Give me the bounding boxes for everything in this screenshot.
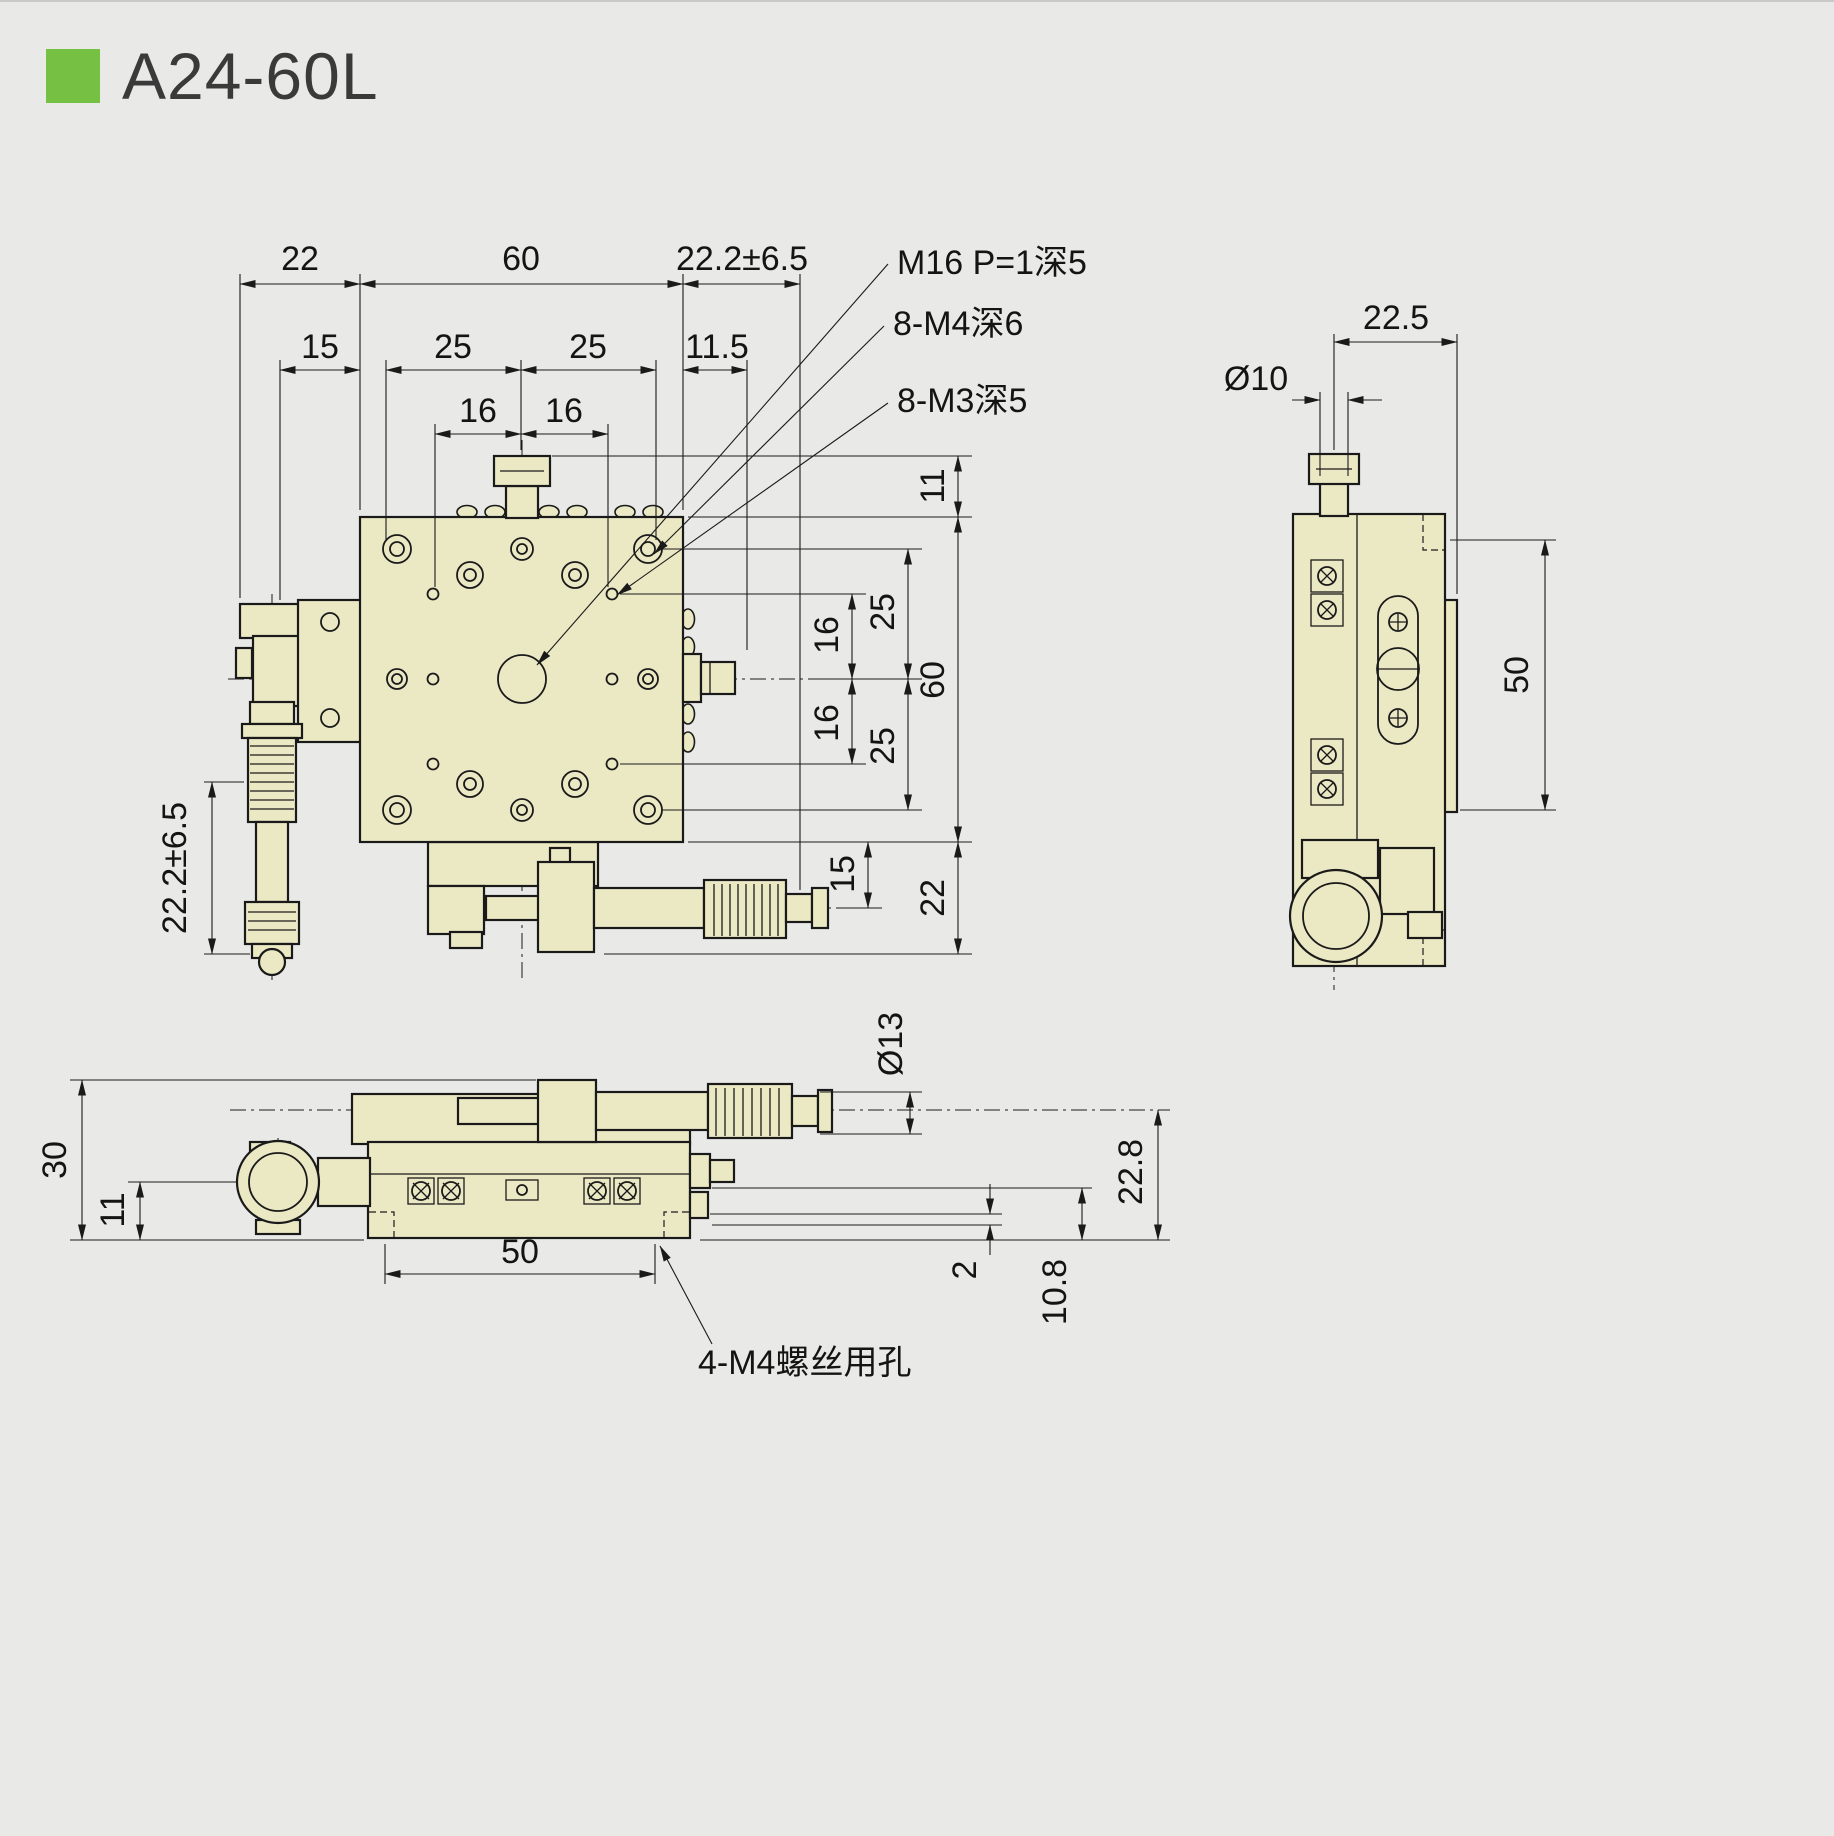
front-micrometer [456, 1078, 834, 1144]
top-view [228, 440, 836, 980]
front-base-screws [407, 1177, 641, 1205]
dim-top-25a: 25 [434, 328, 472, 366]
front-right-tabs [688, 1152, 736, 1220]
edge-set-screws [456, 504, 696, 753]
dim-top-222: 22.2±6.5 [676, 240, 808, 278]
product-header: A24-60L [46, 38, 379, 114]
center-m16-thread [497, 654, 547, 704]
dim-right-22: 22 [914, 879, 952, 917]
top-clamp-knob [492, 454, 552, 520]
dim-right-16u: 16 [808, 616, 846, 654]
dim-side-50: 50 [1498, 656, 1536, 694]
dim-front-50: 50 [501, 1233, 539, 1271]
dim-front-11: 11 [94, 1192, 132, 1227]
bottom-micrometer [484, 846, 830, 954]
dim-side-d10: Ø10 [1224, 360, 1288, 398]
callout-4-m4-holes: 4-M4螺丝用孔 [698, 1344, 911, 1382]
side-view: 22.5 Ø10 50 [1224, 299, 1556, 990]
dim-right-25l: 25 [864, 727, 902, 765]
side-micrometer-knob [1288, 838, 1444, 964]
dim-top-60: 60 [502, 240, 540, 278]
dim-right-15: 15 [824, 855, 862, 893]
front-base [366, 1140, 692, 1240]
front-view-dimensions: 30 11 50 Ø13 22.8 2 10.8 4-M4螺 [36, 1012, 1170, 1382]
callout-8-m3: 8-M3深5 [897, 382, 1027, 420]
dim-front-108: 10.8 [1036, 1259, 1074, 1325]
side-slot [1376, 595, 1420, 745]
side-clamp-knob [681, 652, 737, 704]
stage-top-plate [358, 515, 685, 844]
dim-top-115: 11.5 [685, 328, 749, 366]
hidden-mount-holes [368, 1211, 690, 1238]
corner-counterbores [382, 534, 663, 825]
dim-left-travel: 22.2±6.5 [156, 802, 194, 934]
dim-side-225: 22.5 [1363, 299, 1429, 337]
left-micrometer [240, 700, 304, 977]
dim-front-2: 2 [946, 1261, 984, 1280]
front-view: 30 11 50 Ø13 22.8 2 10.8 4-M4螺 [36, 1012, 1170, 1382]
knurl-lines [250, 745, 294, 810]
left-bracket [234, 598, 364, 744]
front-left-knob [235, 1139, 372, 1236]
m4-screw-holes [386, 537, 659, 822]
hole-pattern [382, 534, 663, 825]
dim-top-15: 15 [301, 328, 339, 366]
dim-right-60: 60 [914, 661, 952, 699]
micrometer-tip [257, 947, 287, 977]
dim-top-25b: 25 [569, 328, 607, 366]
dim-right-11: 11 [914, 468, 952, 503]
dim-front-30: 30 [36, 1141, 74, 1179]
callout-m16-thread: M16 P=1深5 [897, 244, 1087, 282]
knurl-lines [715, 1088, 780, 1136]
side-rail-screws [1310, 559, 1344, 806]
top-view-dimensions: 22 60 22.2±6.5 15 25 25 11.5 16 16 M16 P… [156, 240, 1087, 955]
side-view-dimensions: 22.5 Ø10 50 [1224, 299, 1556, 811]
m3-screw-holes [426, 587, 619, 771]
knurl-lines [713, 884, 779, 936]
dim-top-22: 22 [281, 240, 319, 278]
dim-top-16b: 16 [545, 392, 583, 430]
callout-8-m4: 8-M4深6 [893, 305, 1023, 343]
dim-front-d13: Ø13 [872, 1012, 910, 1076]
dim-front-228: 22.8 [1112, 1139, 1150, 1205]
dim-top-16a: 16 [459, 392, 497, 430]
dim-right-25u: 25 [864, 593, 902, 631]
side-top-knob [1307, 452, 1361, 518]
dim-right-16l: 16 [808, 704, 846, 742]
page-title: A24-60L [122, 39, 379, 113]
accent-square-icon [46, 49, 100, 103]
